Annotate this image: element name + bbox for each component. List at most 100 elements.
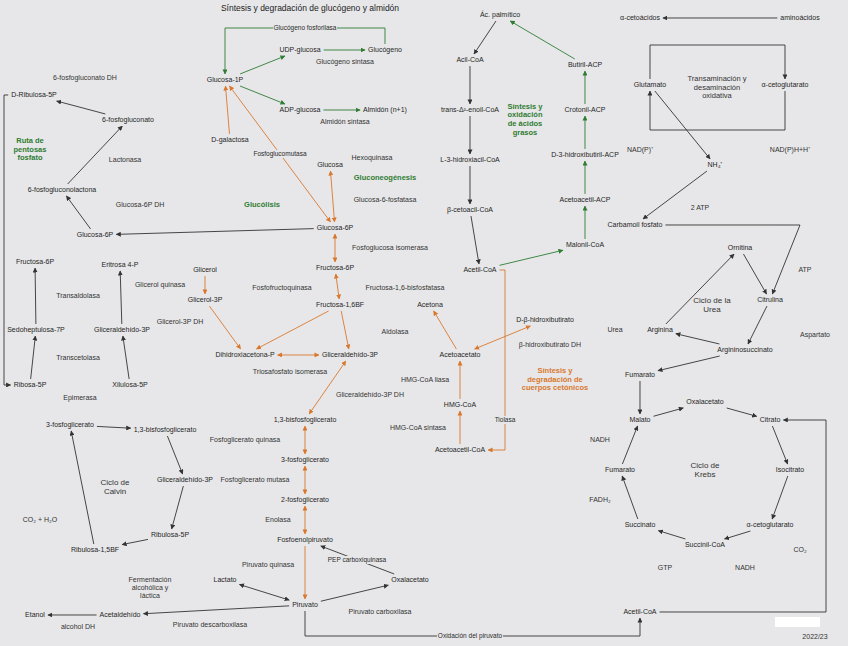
metabolite-node: Fructosa-1,6BF xyxy=(315,301,365,309)
metabolite-node: Acetoacetil-CoA xyxy=(434,446,486,454)
reaction-arrow xyxy=(639,381,640,414)
annotation-label: Transaminación y desaminación oxidativa xyxy=(681,75,753,101)
metabolite-node: Glicerol xyxy=(192,266,218,274)
metabolite-node: Fumarato xyxy=(604,466,636,474)
reaction-arrow xyxy=(500,250,563,265)
metabolite-node: Carbamoil fosfato xyxy=(607,221,664,229)
annotation-label: Glicerol quinasa xyxy=(135,281,185,289)
metabolite-name: β-cetoacil-CoA xyxy=(447,206,493,214)
reaction-arrow xyxy=(305,546,306,599)
reaction-arrow xyxy=(663,17,777,18)
metabolite-name: Acetoacetil-ACP xyxy=(560,196,611,204)
reaction-arrow xyxy=(622,426,637,464)
reaction-arrow xyxy=(459,411,460,444)
metabolite-node: Isocitrato xyxy=(775,466,805,474)
metabolite-node: Ribulosa-5P xyxy=(150,531,190,539)
metabolite-name: aminoácidos xyxy=(780,14,819,22)
metabolite-node: Ornitina xyxy=(727,244,754,252)
annotation-label: 2 ATP xyxy=(691,204,710,212)
annotation-label: 2022/23 xyxy=(802,633,827,641)
annotation-label: CO₂ xyxy=(793,546,806,554)
metabolite-node: ADP-glucosa xyxy=(279,106,322,114)
metabolite-name: Gliceraldehído-3P xyxy=(322,351,378,359)
reaction-arrow xyxy=(666,254,734,324)
metabolite-node: Glucógeno xyxy=(367,46,403,54)
reaction-arrow xyxy=(35,268,37,324)
metabolite-node: Malonil-CoA xyxy=(565,241,605,249)
metabolite-name: D-galactosa xyxy=(211,136,248,144)
metabolite-name: Piruvato xyxy=(292,601,318,609)
reaction-arrow xyxy=(57,101,106,114)
metabolite-name: Almidón (n+1) xyxy=(363,106,407,114)
metabolite-node: β-cetoacil-CoA xyxy=(446,206,494,214)
metabolite-node: Glicerol-3P xyxy=(187,296,224,304)
metabolite-node: Oxalacetato xyxy=(685,398,724,406)
metabolite-node: Almidón (n+1) xyxy=(362,106,408,114)
metabolite-node: Gliceraldehído-3P xyxy=(156,476,214,484)
annotation-label: Fosfoglicerato mutasa xyxy=(221,476,290,484)
metabolite-name: 6-fosfogluconato xyxy=(102,116,154,124)
metabolite-node: Lactato xyxy=(213,576,238,584)
metabolite-node: L-3-hidroxiacil-CoA xyxy=(439,156,501,164)
reaction-arrow xyxy=(743,254,766,294)
annotation-label: 6-fosfogluconato DH xyxy=(53,74,117,82)
reaction-arrow xyxy=(622,476,638,519)
metabolite-node: 6-fosfogluconolactona xyxy=(27,186,98,194)
annotation-label: Almidón sintasa xyxy=(320,118,369,126)
metabolite-name: Fumarato xyxy=(625,371,655,379)
metabolite-name: Crotonil-ACP xyxy=(565,106,606,114)
reaction-arrow xyxy=(584,116,585,149)
metabolite-name: Carbamoil fosfato xyxy=(608,221,663,229)
annotation-label: Fermentación alcohólica y láctica xyxy=(122,576,178,600)
annotation-label: HMG-CoA sintasa xyxy=(390,424,446,432)
metabolite-node: Gliceraldehído-3P xyxy=(321,351,379,359)
metabolite-name: Glucosa-6P xyxy=(317,224,354,232)
metabolite-name: 6-fosfogluconolactona xyxy=(28,186,97,194)
metabolite-node: Glucosa xyxy=(316,161,344,169)
metabolite-name: Dihidroxiacetona-P xyxy=(215,351,274,359)
reaction-arrow xyxy=(727,408,757,416)
annotation-label: Fosfoglicerato quinasa xyxy=(210,436,280,444)
metabolite-name: Gliceraldehído-3P xyxy=(157,476,213,484)
metabolite-name: Acetona xyxy=(417,301,443,309)
annotation-label: Gliceraldehído-3P DH xyxy=(336,391,404,399)
reaction-arrow xyxy=(229,86,330,222)
reaction-arrow xyxy=(143,606,289,614)
metabolite-node: α-cetoglutarato xyxy=(761,81,810,89)
annotation-label: Triosafosfato isomerasa xyxy=(253,368,327,376)
metabolite-name: Malato xyxy=(629,416,650,424)
annotation-label: Glucosa-6P DH xyxy=(116,201,165,209)
metabolite-name: ADP-glucosa xyxy=(280,106,321,114)
reaction-arrow xyxy=(585,206,586,239)
metabolite-name: Etanol xyxy=(25,611,45,619)
redaction-patch xyxy=(775,617,820,627)
metabolite-node: Citrulina xyxy=(756,296,784,304)
annotation-label: Transcetolasa xyxy=(56,354,100,362)
annotation-label: Piruvato quinasa xyxy=(242,561,294,569)
annotation-label: Lactonasa xyxy=(109,156,141,164)
reaction-arrow xyxy=(460,361,461,399)
metabolite-node: Acetona xyxy=(416,301,444,309)
annotation-label: Síntesis y degradación de cuerpos cetóni… xyxy=(519,367,591,393)
metabolite-name: Fructosa-6P xyxy=(16,258,54,266)
reaction-arrow xyxy=(471,216,479,264)
reaction-arrow xyxy=(323,109,360,110)
metabolite-name: Ribulosa-5P xyxy=(151,531,189,539)
metabolite-node: Acetaldehído xyxy=(99,611,142,619)
reaction-arrow xyxy=(31,336,36,379)
metabolite-node: 3-fosfoglicerato xyxy=(280,456,330,464)
annotation-label: FADH₂ xyxy=(589,496,610,504)
enzyme-label: Fosfoglucomutasa xyxy=(252,150,307,157)
metabolite-name: Argininosuccinato xyxy=(717,346,772,354)
reaction-arrow xyxy=(278,354,319,355)
metabolite-node: Ác. palmítico xyxy=(479,11,521,19)
metabolite-node: Ribulosa-1,5BF xyxy=(70,546,120,554)
metabolite-node: 2-fosfoglicerato xyxy=(280,496,330,504)
metabolite-name: Glicerol xyxy=(193,266,217,274)
reaction-arrow xyxy=(470,116,471,154)
metabolite-node: Acil-CoA xyxy=(455,56,484,64)
metabolite-node: UDP-glucosa xyxy=(278,46,321,54)
metabolite-name: NH₄⁺ xyxy=(708,161,723,169)
reaction-arrow xyxy=(474,21,496,54)
metabolite-node: Eritrosa 4-P xyxy=(101,261,140,269)
